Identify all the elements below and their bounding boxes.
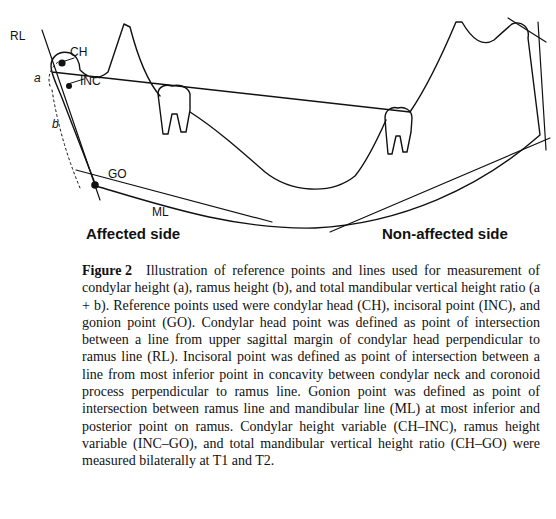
measure-label: a — [34, 72, 41, 84]
line-label: ML — [152, 206, 169, 218]
figure-caption: Illustration of reference points and lin… — [82, 262, 540, 470]
point-label: GO — [108, 168, 127, 180]
side-label: Affected side — [86, 226, 180, 241]
line-label: RL — [10, 30, 25, 42]
side-label: Non-affected side — [382, 226, 508, 241]
point-label: CH — [70, 46, 87, 58]
figure-number: Figure 2 — [82, 262, 132, 279]
mandible-illustration — [0, 0, 556, 250]
measure-label: b — [52, 118, 59, 130]
point-label: INC — [80, 75, 101, 87]
